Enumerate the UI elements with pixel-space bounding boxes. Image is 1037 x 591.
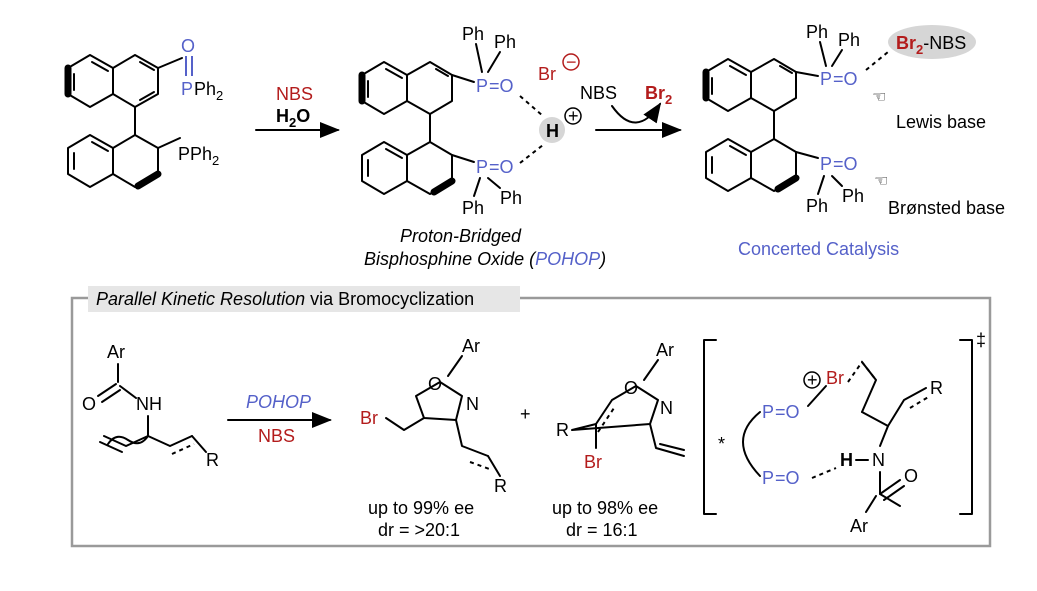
pohop-p2: P [476, 157, 488, 177]
pohop-ph1: Ph [462, 24, 484, 44]
pohop-ph2: Ph [494, 32, 516, 52]
p2-r: R [556, 420, 569, 440]
substrate: Ar O NH R [82, 342, 219, 470]
cc-ph1: Ph [806, 22, 828, 42]
ts-eq2: =O [775, 468, 800, 488]
svg-text:Parallel Kinetic Resolution vi: Parallel Kinetic Resolution via Bromocyc… [96, 289, 474, 309]
p1-br: Br [360, 408, 378, 428]
pohop-p1: P [476, 76, 488, 96]
cc-ph4: Ph [842, 186, 864, 206]
cc-br2-b: -NBS [923, 33, 966, 53]
p2-n: N [660, 398, 673, 418]
pkr-box: Parallel Kinetic Resolution via Bromocyc… [70, 286, 992, 548]
p1-dr: dr = >20:1 [378, 520, 460, 540]
hand-pointer-icon: ☜ [874, 171, 888, 190]
concerted-structure: Ph Ph P =O Br2-NBS ☜ Lewis base P =O Ph … [702, 22, 1005, 259]
arrow1-h-sub: 2 [289, 115, 296, 130]
p2-ar: Ar [656, 340, 674, 360]
ts-plus: + [807, 370, 818, 390]
ts-dagger: ‡ [976, 330, 986, 350]
pohop-br: Br [538, 64, 556, 84]
ts-star: * [718, 434, 725, 454]
pohop-ph3: Ph [462, 198, 484, 218]
pohop-eq1: =O [489, 76, 514, 96]
ts-br: Br [826, 368, 844, 388]
p1-ar: Ar [462, 336, 480, 356]
arrow-activation: NBS Br2 [580, 83, 682, 138]
box-plus: + [520, 404, 531, 424]
reactant-phosphine-sub: 2 [212, 153, 219, 168]
cc-bronsted: Brønsted base [888, 198, 1005, 218]
ts-ar: Ar [850, 516, 868, 536]
cc-p1: P [820, 69, 832, 89]
ts-eq1: =O [775, 402, 800, 422]
arrow1-o: O [296, 106, 310, 126]
product-1: Br O N Ar R up to 99% ee dr = >20:1 [360, 336, 507, 540]
ts-p2: P [762, 468, 774, 488]
sub-nh: NH [136, 394, 162, 414]
pohop-ph4: Ph [500, 188, 522, 208]
cc-ph3: Ph [806, 196, 828, 216]
p2-dr: dr = 16:1 [566, 520, 638, 540]
svg-text:Br2-NBS: Br2-NBS [896, 33, 966, 57]
p1-r: R [494, 476, 507, 496]
pohop-caption-2a: Bisphosphine Oxide ( [364, 249, 537, 269]
cc-eq1: =O [833, 69, 858, 89]
hand-pointer-icon: ☜ [872, 87, 886, 106]
cc-lewis: Lewis base [896, 112, 986, 132]
pohop-structure: Ph Ph P =O Br − H + P =O Ph Ph Proton-Br… [358, 24, 606, 269]
pohop-caption-1: Proton-Bridged [400, 226, 522, 246]
pohop-caption-2b: POHOP [535, 249, 600, 269]
cc-br2-a: Br [896, 33, 916, 53]
cc-title: Concerted Catalysis [738, 239, 899, 259]
arrow-oxidation: NBS H2O [255, 84, 340, 138]
arrow2-nbs: NBS [580, 83, 617, 103]
reactant-binap-monoxide: O P Ph2 PPh2 [64, 36, 223, 190]
ts-n: N [872, 450, 885, 470]
svg-text:PPh2: PPh2 [178, 144, 219, 168]
reactant-phosphine: PPh [178, 144, 212, 164]
pohop-plus: + [568, 106, 579, 126]
ts-o: O [904, 466, 918, 486]
box-header-rest: via Bromocyclization [305, 289, 474, 309]
p1-n: N [466, 394, 479, 414]
cc-eq2: =O [833, 154, 858, 174]
svg-text:Ph2: Ph2 [194, 79, 223, 103]
arrow2-br: Br [645, 83, 665, 103]
p2-br: Br [584, 452, 602, 472]
reactant-oxide-o: O [181, 36, 195, 56]
product-2: R O N Ar Br up to 98% ee dr = 16:1 [552, 340, 685, 540]
arrow1-h: H [276, 106, 289, 126]
pohop-caption-2c: ) [598, 249, 606, 269]
box-arrow-top: POHOP [246, 392, 311, 412]
cc-p2: P [820, 154, 832, 174]
svg-text:Bisphosphine Oxide (POHOP): Bisphosphine Oxide (POHOP) [364, 249, 606, 269]
reactant-oxide-ph: Ph [194, 79, 216, 99]
ts-r: R [930, 378, 943, 398]
cc-br2-sub: 2 [916, 42, 923, 57]
p2-ee: up to 98% ee [552, 498, 658, 518]
sub-r: R [206, 450, 219, 470]
p1-o: O [428, 374, 442, 394]
sub-o: O [82, 394, 96, 414]
svg-text:H2O: H2O [276, 106, 310, 130]
cc-ph2: Ph [838, 30, 860, 50]
ts-p1: P [762, 402, 774, 422]
sub-ar: Ar [107, 342, 125, 362]
reactant-oxide-p: P [181, 79, 193, 99]
p2-o: O [624, 378, 638, 398]
arrow2-br-sub: 2 [665, 92, 672, 107]
arrow1-nbs: NBS [276, 84, 313, 104]
reactant-oxide-sub: 2 [216, 88, 223, 103]
pohop-minus: − [566, 52, 577, 72]
box-header-italic: Parallel Kinetic Resolution [96, 289, 305, 309]
transition-state: ‡ * P =O P =O + Br R N H O Ar [703, 330, 986, 536]
pohop-h: H [546, 121, 559, 141]
svg-text:Br2: Br2 [645, 83, 672, 107]
ts-h: H [840, 450, 853, 470]
box-arrow-bottom: NBS [258, 426, 295, 446]
pohop-eq2: =O [489, 157, 514, 177]
p1-ee: up to 99% ee [368, 498, 474, 518]
